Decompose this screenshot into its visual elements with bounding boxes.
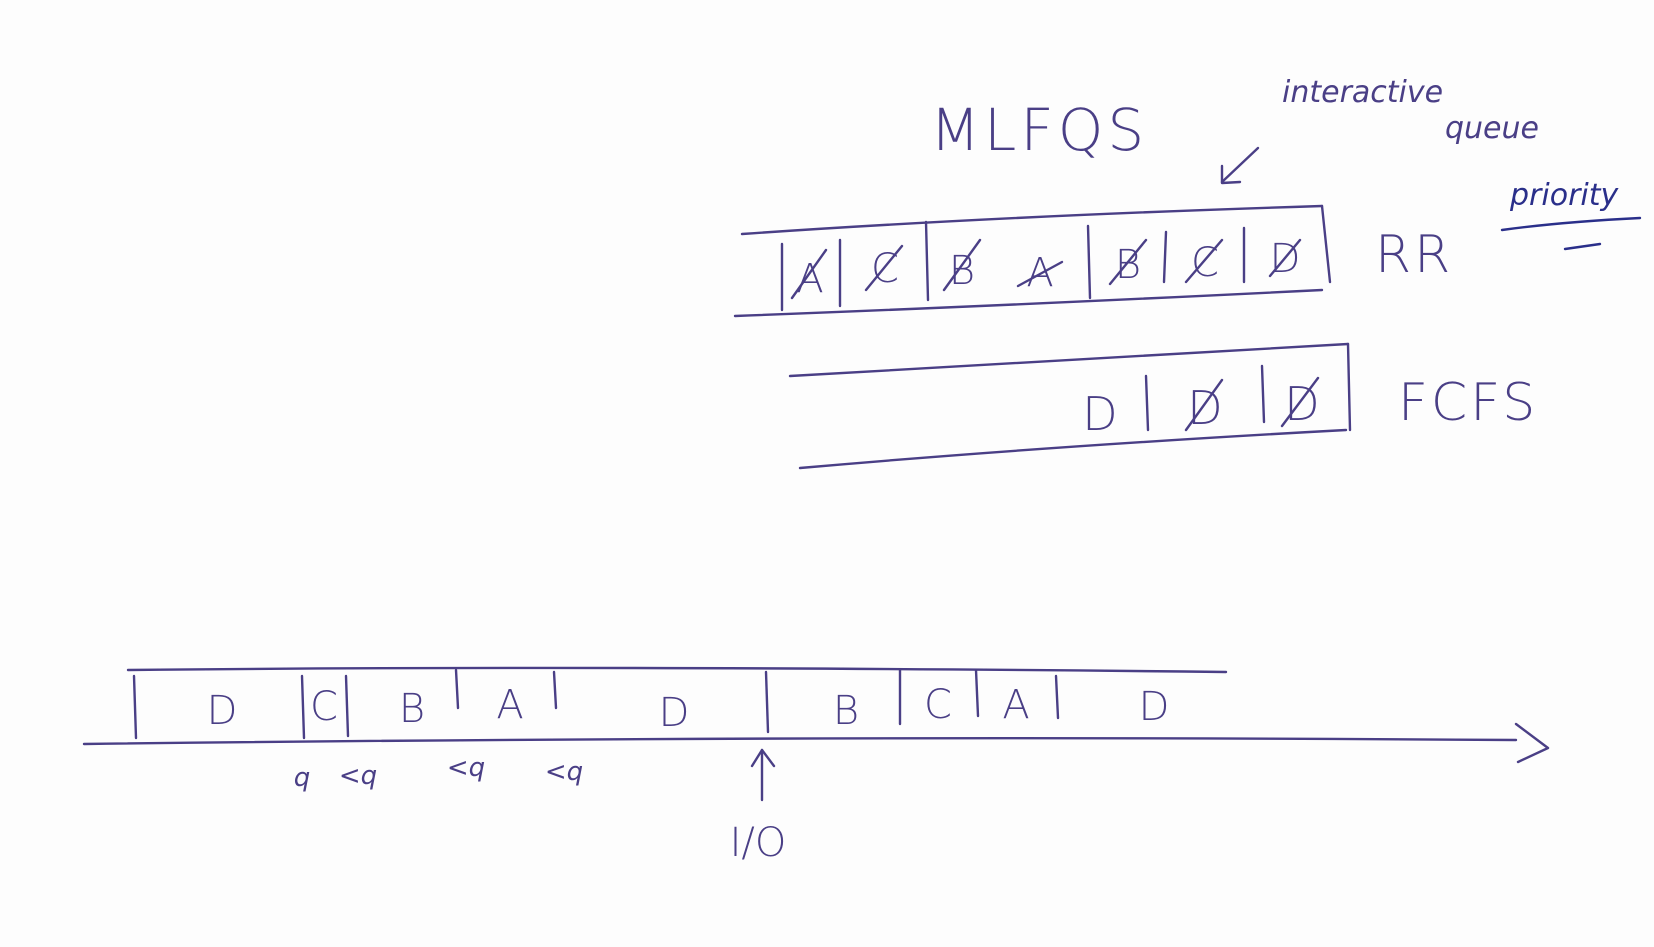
rr-cell-strike — [942, 238, 982, 292]
timeline-top-edge — [126, 666, 1228, 674]
fcfs-cell-label: D — [1187, 381, 1222, 435]
timeline-segment-label: D — [659, 690, 690, 736]
quantum-mark: <q — [545, 757, 583, 787]
fcfs-queue-end-edge — [1346, 342, 1352, 432]
priority-dash — [1563, 242, 1602, 251]
timeline-divider — [764, 670, 770, 734]
rr-cell-strike — [1016, 260, 1064, 288]
fcfs-cell-divider — [1144, 374, 1150, 432]
timeline-segment-label: C — [310, 684, 338, 730]
rr-cell-label: C — [871, 246, 899, 292]
timeline-segment-label: D — [1139, 684, 1170, 730]
fcfs-queue-bottom-edge — [798, 428, 1348, 470]
rr-cell-divider — [1086, 224, 1092, 300]
timeline-divider — [552, 670, 558, 710]
rr-cell-strike — [790, 248, 828, 300]
fcfs-cell-label: D — [1284, 377, 1319, 431]
timeline-segment-label: A — [1002, 682, 1029, 728]
rr-queue: A C B A B C D RR — [733, 204, 1453, 318]
rr-queue-top-edge — [740, 204, 1324, 236]
timeline-divider — [132, 674, 138, 740]
interactive-queue-label-line1: interactive — [1282, 75, 1443, 110]
rr-queue-bottom-edge — [733, 288, 1324, 318]
fcfs-cell-divider — [1260, 364, 1266, 424]
io-event-label: I/O — [730, 820, 787, 866]
timeline-divider — [974, 668, 980, 718]
timeline-segment-label: D — [207, 688, 238, 734]
priority-label: priority — [1509, 178, 1619, 213]
timeline-divider — [454, 668, 460, 710]
priority-underline — [1500, 216, 1642, 232]
timeline-divider — [1054, 674, 1060, 720]
rr-cell-strike — [1268, 238, 1302, 278]
timeline-divider — [344, 674, 350, 738]
rr-queue-end-edge — [1320, 204, 1332, 284]
timeline-segment-label: C — [924, 682, 952, 728]
priority-note: priority — [1500, 178, 1642, 251]
timeline-segment-label: B — [399, 686, 425, 732]
interactive-queue-arrow-head — [1220, 164, 1242, 185]
io-arrow-head — [750, 748, 776, 768]
fcfs-cell-strike — [1280, 376, 1320, 428]
execution-timeline: D C B A D B C A D q <q <q <q I/O — [82, 666, 1550, 866]
quantum-mark: <q — [447, 753, 485, 783]
interactive-queue-arrow-shaft — [1220, 146, 1260, 184]
fcfs-cell-strike — [1184, 378, 1224, 432]
timeline-divider — [300, 674, 306, 740]
interactive-queue-note: interactive queue — [1220, 75, 1539, 185]
diagram-title: MLFQS — [930, 96, 1148, 164]
timeline-arrowhead — [1514, 722, 1550, 764]
fcfs-policy-label: FCFS — [1398, 373, 1538, 433]
rr-cell-label: B — [949, 248, 975, 294]
rr-cell-strike — [1184, 238, 1224, 284]
rr-cell-strike — [1108, 238, 1148, 286]
quantum-mark: q — [294, 763, 311, 793]
fcfs-queue: D D D FCFS — [788, 342, 1538, 470]
rr-cell-divider — [924, 220, 930, 302]
timeline-segment-label: B — [833, 688, 859, 734]
rr-cell-label: A — [796, 256, 823, 302]
quantum-mark: <q — [339, 761, 377, 791]
rr-cell-divider — [1162, 230, 1168, 284]
fcfs-cell-label: D — [1082, 387, 1117, 441]
fcfs-queue-top-edge — [788, 342, 1350, 378]
interactive-queue-label-line2: queue — [1445, 111, 1539, 146]
timeline-segment-label: A — [496, 682, 523, 728]
timeline-axis — [82, 737, 1518, 746]
rr-policy-label: RR — [1375, 225, 1453, 285]
rr-cell-strike — [864, 244, 904, 292]
